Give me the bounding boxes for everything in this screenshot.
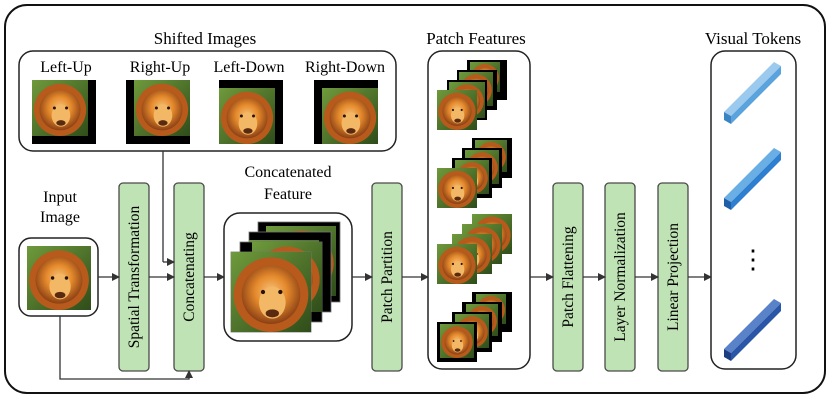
shifted-left-up-label: Left-Up [40, 59, 92, 76]
shifted-right-up-label: Right-Up [130, 59, 190, 76]
concatenated-feature-stack [230, 221, 341, 333]
patch-features-panel [427, 50, 531, 370]
visual-token-3 [724, 299, 781, 361]
shifted-right-down-image [314, 80, 378, 144]
shifted-right-up-image [126, 80, 190, 144]
visual-token-2 [724, 148, 781, 210]
spatial-transformation-label: Spatial Transformation [126, 205, 143, 348]
patch-features-title: Patch Features [426, 29, 526, 48]
arrow-input-skip-to-concat [59, 316, 193, 380]
shifted-images-title: Shifted Images [154, 29, 256, 48]
layer-normalization-label: Layer Normalization [612, 212, 629, 342]
input-label-line2: Image [40, 209, 80, 226]
patch-partition-label: Patch Partition [379, 231, 396, 323]
shifted-right-down-label: Right-Down [305, 59, 385, 76]
patch-flattening-label: Patch Flattening [560, 226, 577, 327]
linear-projection-label: Linear Projection [665, 223, 682, 331]
shifted-images-panel [18, 50, 397, 152]
concatenated-feature-label-line1: Concatenated [244, 164, 331, 181]
patch-features-stack-2 [437, 138, 512, 208]
shifted-left-down-image [219, 80, 283, 144]
concatenating-label: Concatenating [181, 232, 198, 322]
visual-tokens-title: Visual Tokens [705, 29, 801, 48]
visual-tokens-panel [710, 50, 797, 370]
input-image [27, 246, 91, 310]
visual-tokens-ellipsis: ⋮ [740, 245, 766, 274]
input-label-line1: Input [43, 189, 77, 206]
shifted-left-down-label: Left-Down [213, 59, 284, 76]
visual-token-1 [724, 62, 781, 124]
concatenated-feature-label-line2: Feature [264, 186, 312, 203]
patch-features-stack-4 [437, 292, 512, 362]
patch-features-stack-1 [437, 60, 507, 130]
shifted-left-up-image [32, 80, 96, 144]
connectors [59, 151, 712, 380]
patch-features-stack-3 [437, 214, 512, 284]
